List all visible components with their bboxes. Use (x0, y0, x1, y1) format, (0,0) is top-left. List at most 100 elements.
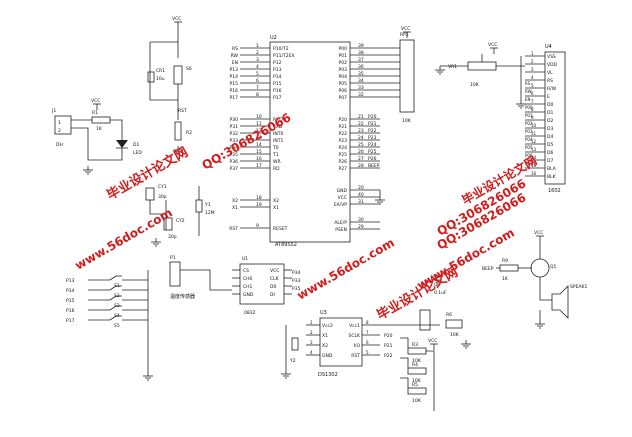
key-ref: S4 (114, 313, 120, 319)
header-p1 (169, 261, 181, 287)
rtc-net-label: P21 (384, 343, 393, 349)
lcd-net-label: P02 (525, 121, 533, 126)
buzzer-wire (539, 277, 552, 301)
vcc-label: VCC (172, 16, 181, 22)
watermark-text: 毕业设计论文网 (104, 144, 191, 203)
key-switch (109, 305, 117, 311)
watermark-text: www.56doc.com (295, 235, 397, 302)
lcd-pin-name: D2 (547, 118, 553, 124)
jack-pin1: 1 (58, 120, 61, 126)
mcu-pin-number: 25 (358, 142, 364, 148)
pullup-resistor (407, 387, 427, 395)
mcu-pin-number: 3 (256, 57, 259, 63)
rtc-ref: U3 (320, 310, 327, 316)
r2-ref: R2 (186, 130, 192, 136)
mcu-pin-name: WR (273, 159, 281, 165)
mcu-pin-number: 29 (358, 224, 364, 230)
mcu-net-label: P35 (230, 152, 239, 158)
cap-c1 (419, 309, 431, 331)
y2-ref: Y2 (289, 358, 296, 364)
mcu-net-label: P25 (368, 149, 377, 155)
mcu-pin-name: P20 (339, 117, 348, 123)
mcu-pin-number: 38 (358, 50, 364, 56)
lcd-pin-name: D7 (547, 158, 553, 164)
key-net-label: P16 (66, 308, 75, 314)
sensor-caption: 温度传感器 (170, 293, 195, 300)
vcc-label: VCC (428, 338, 437, 344)
mcu-pin-number: 10 (256, 114, 262, 120)
mcu-pin-name: PSEN (335, 227, 347, 233)
mcu-net-label: P31 (230, 124, 239, 130)
rtc-pin-name: X1 (322, 333, 328, 339)
mcu-net-label: RS (232, 46, 238, 52)
mcu-net-label: P37 (230, 166, 239, 172)
mcu-pin-number: 1 (256, 43, 259, 49)
watermark-text: www.56doc.com (73, 205, 175, 272)
header-p1-ref: P1 (170, 255, 176, 261)
key-net-label: P17 (66, 318, 75, 324)
mcu-pin-number: 18 (256, 195, 262, 201)
mcu-net-label: RW (231, 53, 239, 59)
pullup-ref: R5 (412, 382, 418, 388)
lcd-net-label: P07 (525, 161, 533, 166)
mcu-net-label: BEEP (368, 163, 380, 169)
rtc-pin-name: Vcc2 (322, 323, 333, 329)
r9-ref: R9 (502, 258, 508, 264)
mcu-pin-number: 34 (358, 78, 364, 84)
mcu-pin-number: 11 (256, 121, 262, 127)
mcu-pin-name: P13 (273, 67, 282, 73)
rtc-pin-number: 8 (366, 320, 369, 325)
mcu-pin-number: 9 (256, 223, 259, 229)
rp1-resistor-pack (399, 39, 415, 113)
mcu-net-label: P17 (230, 95, 239, 101)
lcd-pin-name: R/W (547, 86, 557, 92)
mcu-pin-name: P02 (339, 60, 348, 66)
rtc-pin-name: SCLK (349, 333, 362, 339)
adc-ref: U1 (242, 256, 248, 262)
key-net-label: P14 (66, 288, 75, 294)
mcu-net-label: EN (232, 60, 238, 66)
lcd-net-label: RW (525, 89, 532, 94)
adc-net-label: P33 (292, 278, 301, 284)
key-switch (109, 315, 117, 321)
mcu-ref: U2 (270, 35, 277, 41)
mcu-pin-number: 27 (358, 156, 364, 162)
lcd-net-label: P06 (525, 153, 533, 158)
mcu-pin-number: 23 (358, 128, 364, 134)
wire-layer (71, 22, 552, 411)
lcd-pin-number: 1 (531, 51, 534, 56)
lcd-pin-number: 12 (531, 139, 537, 144)
key-net-label: P13 (66, 278, 75, 284)
mcu-net-label: RST (229, 226, 238, 232)
lcd-net-label: RS (525, 81, 531, 86)
adc-pin-name: DI (270, 292, 275, 298)
r6-ref: R6 (446, 312, 452, 318)
mcu-pin-name: P03 (339, 67, 348, 73)
mcu-pin-name: X1 (273, 205, 279, 211)
cap-cy2 (163, 217, 173, 231)
pullup-value: 10K (412, 398, 422, 404)
y1-value: 12M (205, 210, 215, 216)
mcu-net-label: P22 (368, 128, 377, 134)
lcd-net-label: P05 (525, 145, 533, 150)
q1-ref: Q1 (550, 264, 557, 270)
adc-pin-name: D0 (270, 284, 276, 290)
mcu-pin-number: 2 (256, 50, 259, 56)
mcu-pin-number: 37 (358, 57, 364, 63)
mcu-pin-name: RXD (273, 117, 283, 123)
crystal-y1 (195, 199, 203, 213)
cy2-value: 30p (168, 234, 177, 240)
lcd-part: 1602 (548, 188, 561, 194)
mcu-pin-name: P21 (339, 124, 348, 130)
rp1-value: 10K (402, 118, 412, 124)
adc-pin-name: GND (243, 292, 254, 298)
mcu-pin-number: 35 (358, 71, 364, 77)
mcu-pin-name: P22 (339, 131, 348, 137)
lcd-1602-body (544, 51, 566, 185)
lcd-pin-name: D4 (547, 134, 553, 140)
mcu-pin-name: P14 (273, 74, 282, 80)
lcd-pin-number: 5 (531, 83, 534, 88)
mcu-pin-name: ALE/P (334, 220, 347, 226)
